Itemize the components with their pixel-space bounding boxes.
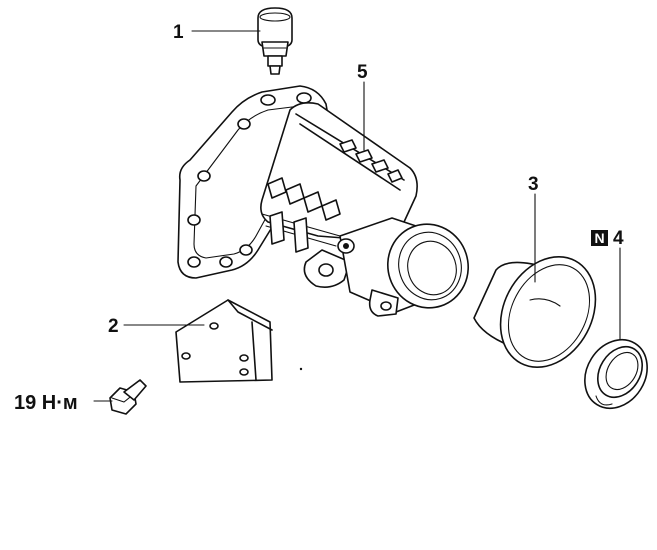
part-3-sleeve <box>473 255 597 369</box>
callout-5: 5 <box>357 62 368 83</box>
part-5-housing <box>177 85 469 317</box>
callout-2: 2 <box>108 316 119 337</box>
callout-4: 4 <box>613 228 624 249</box>
part-2-bracket <box>175 299 273 383</box>
part-4-oil-seal <box>584 339 648 409</box>
stray-dot <box>299 367 303 371</box>
new-part-marker-box <box>591 230 608 246</box>
callout-1: 1 <box>173 22 184 43</box>
bolt <box>109 379 147 415</box>
leader-lines <box>93 30 621 402</box>
part-1-breather-plug <box>257 7 293 75</box>
new-part-marker: N <box>594 230 604 246</box>
torque-label: 19 Н·м <box>14 392 78 414</box>
callout-3: 3 <box>528 174 539 195</box>
